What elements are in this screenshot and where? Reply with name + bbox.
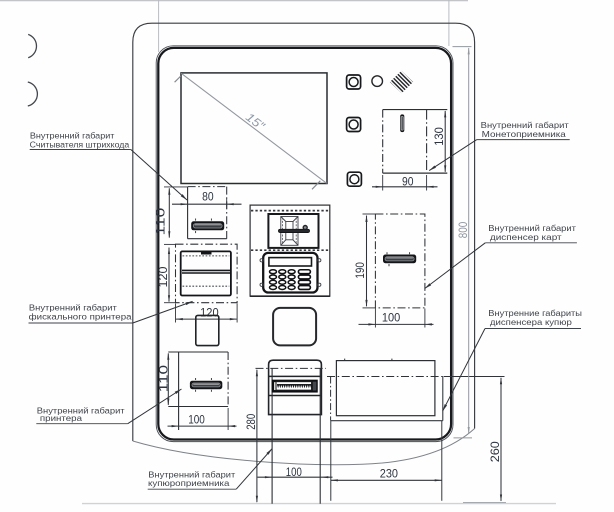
svg-text:Внутренний габарит: Внутренний габарит	[488, 223, 576, 233]
svg-text:120: 120	[157, 267, 170, 288]
svg-text:диспенсер карт: диспенсер карт	[490, 232, 562, 242]
svg-text:800: 800	[456, 222, 470, 238]
svg-text:190: 190	[354, 262, 367, 279]
svg-text:260: 260	[489, 441, 502, 462]
svg-text:110: 110	[155, 208, 168, 236]
svg-text:120: 120	[200, 306, 219, 319]
svg-text:280: 280	[245, 414, 258, 430]
svg-text:принтера: принтера	[40, 413, 82, 423]
svg-text:80: 80	[202, 190, 214, 203]
svg-text:Внутренний габарит: Внутренний габарит	[481, 120, 569, 130]
svg-text:100: 100	[286, 466, 302, 479]
svg-text:90: 90	[402, 176, 414, 189]
svg-text:130: 130	[433, 127, 446, 146]
svg-text:Монетоприемника: Монетоприемника	[482, 129, 566, 139]
svg-text:100: 100	[188, 414, 205, 427]
svg-text:купюроприемника: купюроприемника	[148, 478, 230, 488]
svg-text:110: 110	[157, 365, 170, 393]
svg-text:Внутренний габарит: Внутренний габарит	[29, 302, 117, 312]
svg-text:100: 100	[382, 312, 400, 325]
svg-text:230: 230	[380, 468, 398, 481]
svg-text:Считывателя штрихкода: Считывателя штрихкода	[30, 139, 130, 149]
svg-text:фискального принтера: фискального принтера	[29, 312, 132, 322]
svg-text:Внутренний габарит: Внутренний габарит	[37, 406, 125, 416]
svg-text:Внутренний габарит: Внутренний габарит	[148, 470, 235, 480]
svg-text:Внутренний габарит: Внутренний габарит	[30, 131, 115, 141]
svg-text:Внутренние габариты: Внутренние габариты	[488, 308, 582, 318]
svg-text:диспенсера купюр: диспенсера купюр	[490, 317, 572, 327]
